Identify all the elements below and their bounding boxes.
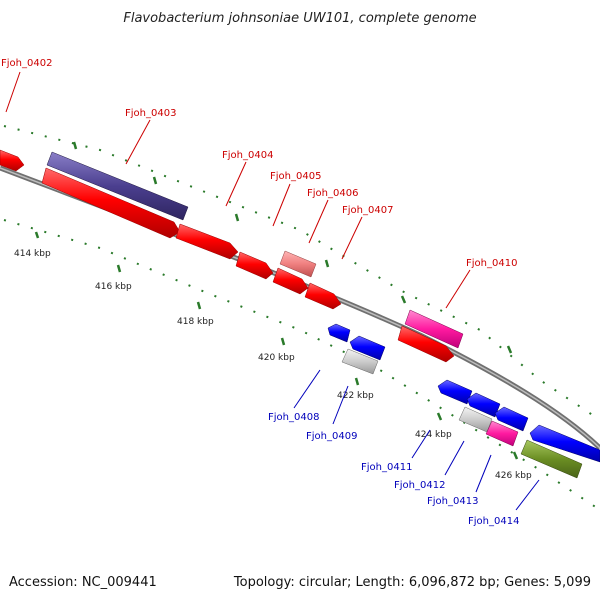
scale-label-414: 414 kbp <box>14 249 51 259</box>
genome-backbone-highlight <box>0 167 600 449</box>
forward-leader-lines <box>5 71 471 309</box>
gene-label-fjoh-0411[interactable]: Fjoh_0411 <box>361 462 412 473</box>
feature-fjoh-0410[interactable] <box>397 325 455 363</box>
feature-purple-0403[interactable] <box>46 151 189 221</box>
gene-label-fjoh-0412[interactable]: Fjoh_0412 <box>394 480 445 491</box>
gene-label-fjoh-0404[interactable]: Fjoh_0404 <box>222 150 273 161</box>
feature-fjoh-0412[interactable] <box>466 392 501 418</box>
scale-label-424: 424 kbp <box>415 430 452 440</box>
feature-fjoh-0409[interactable] <box>349 335 386 361</box>
feature-fjoh-0406[interactable] <box>272 267 309 295</box>
map-title: Flavobacterium johnsoniae UW101, complet… <box>123 11 476 26</box>
feature-fjoh-0402[interactable] <box>0 149 25 172</box>
feature-fjoh-0408[interactable] <box>327 323 351 343</box>
gene-label-fjoh-0407[interactable]: Fjoh_0407 <box>342 205 393 216</box>
feature-fjoh-0413[interactable] <box>494 406 529 432</box>
feature-fjoh-0405[interactable] <box>235 251 274 280</box>
gene-label-fjoh-0406[interactable]: Fjoh_0406 <box>307 188 358 199</box>
scale-label-418: 418 kbp <box>177 317 214 327</box>
feature-fjoh-0407[interactable] <box>304 282 342 310</box>
gene-label-fjoh-0403[interactable]: Fjoh_0403 <box>125 108 176 119</box>
reverse-leader-lines <box>293 369 540 511</box>
scale-label-426: 426 kbp <box>495 471 532 481</box>
gene-label-fjoh-0402[interactable]: Fjoh_0402 <box>1 58 52 69</box>
scale-label-416: 416 kbp <box>95 282 132 292</box>
accession-text: Accession: NC_009441 <box>9 575 157 590</box>
feature-fjoh-0414[interactable] <box>529 424 600 463</box>
gene-label-fjoh-0408[interactable]: Fjoh_0408 <box>268 412 319 423</box>
gene-label-fjoh-0409[interactable]: Fjoh_0409 <box>306 431 357 442</box>
feature-fjoh-0403[interactable] <box>41 167 181 239</box>
feature-olive-0414[interactable] <box>520 439 583 479</box>
gene-label-fjoh-0410[interactable]: Fjoh_0410 <box>466 258 517 269</box>
gene-label-fjoh-0405[interactable]: Fjoh_0405 <box>270 171 321 182</box>
feature-fjoh-0411[interactable] <box>437 379 473 405</box>
feature-magenta-0410[interactable] <box>404 309 464 349</box>
scale-label-422: 422 kbp <box>337 391 374 401</box>
genome-backbone <box>0 165 600 450</box>
feature-pinklight-0406[interactable] <box>279 250 317 278</box>
feature-grey-0409[interactable] <box>341 348 379 375</box>
feature-fjoh-0404[interactable] <box>175 223 239 260</box>
feature-magenta-0413[interactable] <box>485 420 519 447</box>
genome-stats-text: Topology: circular; Length: 6,096,872 bp… <box>233 575 591 590</box>
gene-label-fjoh-0414[interactable]: Fjoh_0414 <box>468 516 519 527</box>
ruler-ticks <box>34 141 519 460</box>
gene-label-fjoh-0413[interactable]: Fjoh_0413 <box>427 496 478 507</box>
scale-label-420: 420 kbp <box>258 353 295 363</box>
